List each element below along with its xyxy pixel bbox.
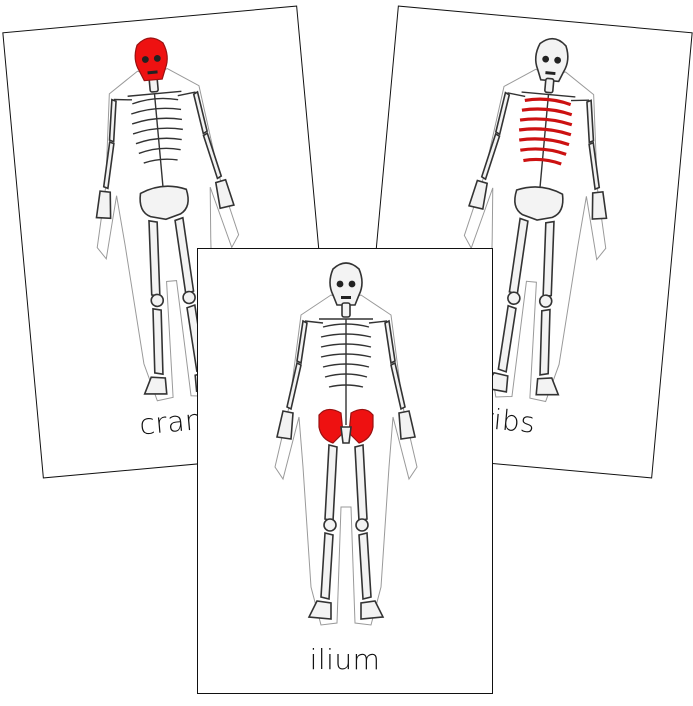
ilium-highlighted: [318, 408, 374, 444]
ribs-highlighted: [518, 97, 573, 166]
skeleton-illustration: [274, 262, 418, 626]
nomenclature-card-cranium: crani: [2, 5, 338, 479]
card-label: ilium: [309, 643, 381, 676]
skeleton-body: [463, 37, 608, 403]
nomenclature-card-ilium: ilium: [197, 248, 493, 694]
skeleton-illustration: [463, 37, 608, 403]
skeleton-illustration: [95, 37, 240, 402]
skull-highlighted: [134, 37, 168, 82]
skeleton-body: [274, 262, 418, 626]
skeleton-body: [95, 67, 240, 402]
nomenclature-card-ribs: ribs: [357, 5, 693, 479]
